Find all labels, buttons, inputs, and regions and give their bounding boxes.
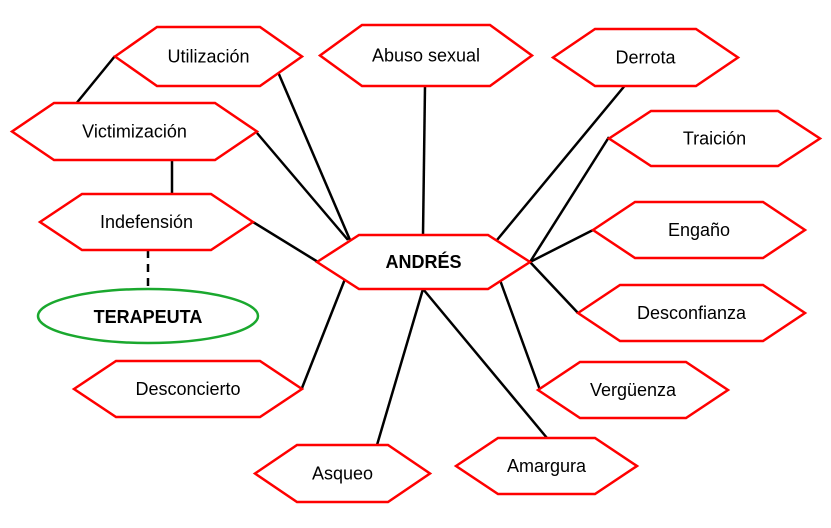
hexagon-shape [453,436,640,496]
node-verguenza: Vergüenza [535,360,731,420]
node-label: Utilización [167,47,249,67]
node-amargura: Amargura [453,436,640,496]
connector-line [375,288,425,446]
connector-line [74,55,116,106]
node-label: Abuso sexual [372,46,480,66]
hexagon-shape [575,283,808,343]
node-label: Engaño [668,220,730,240]
node-label: Indefensión [100,212,193,232]
node-label: Desconcierto [135,379,240,399]
hexagon-shape [314,233,533,291]
node-asqueo: Asqueo [252,443,433,504]
node-indefension: Indefensión [37,192,256,252]
connector-line [276,71,352,241]
hexagon-shape [590,200,808,260]
ellipse-shape [36,287,260,345]
node-traicion: Traición [606,109,823,168]
node-engano: Engaño [590,200,808,260]
node-desconfianza: Desconfianza [575,283,808,343]
node-abuso-sexual: Abuso sexual [317,23,535,88]
connector-line [496,82,628,241]
node-label: Desconfianza [637,303,747,323]
node-derrota: Derrota [550,27,741,88]
node-label: Amargura [507,456,587,476]
connector-line [528,136,611,263]
hexagon-shape [317,23,535,88]
node-label: Traición [683,129,746,149]
connector-line [252,220,319,264]
hexagon-shape [71,359,305,419]
hexagon-shape [9,101,260,162]
connector-line [422,288,548,439]
node-label: ANDRÉS [385,251,461,272]
connector-line [421,85,427,236]
connector-line [300,278,347,389]
node-label: Derrota [615,48,676,68]
node-victimizacion: Victimización [9,101,260,162]
connector-line [529,228,594,264]
node-terapeuta: TERAPEUTA [36,287,260,345]
node-center-andres: ANDRÉS [314,233,533,291]
connector-line [529,261,579,314]
node-utilizacion: Utilización [112,25,305,88]
hexagon-shape [535,360,731,420]
connector-line [256,132,349,241]
node-label: Victimización [82,122,187,142]
node-label: TERAPEUTA [94,307,203,327]
hexagon-shape [112,25,305,88]
hexagon-shape [606,109,823,168]
hexagon-shape [550,27,741,88]
hexagon-shape [37,192,256,252]
connector-line [498,279,542,391]
node-desconcierto: Desconcierto [71,359,305,419]
node-label: Vergüenza [590,380,677,400]
hexagon-shape [252,443,433,504]
node-label: Asqueo [312,464,373,484]
